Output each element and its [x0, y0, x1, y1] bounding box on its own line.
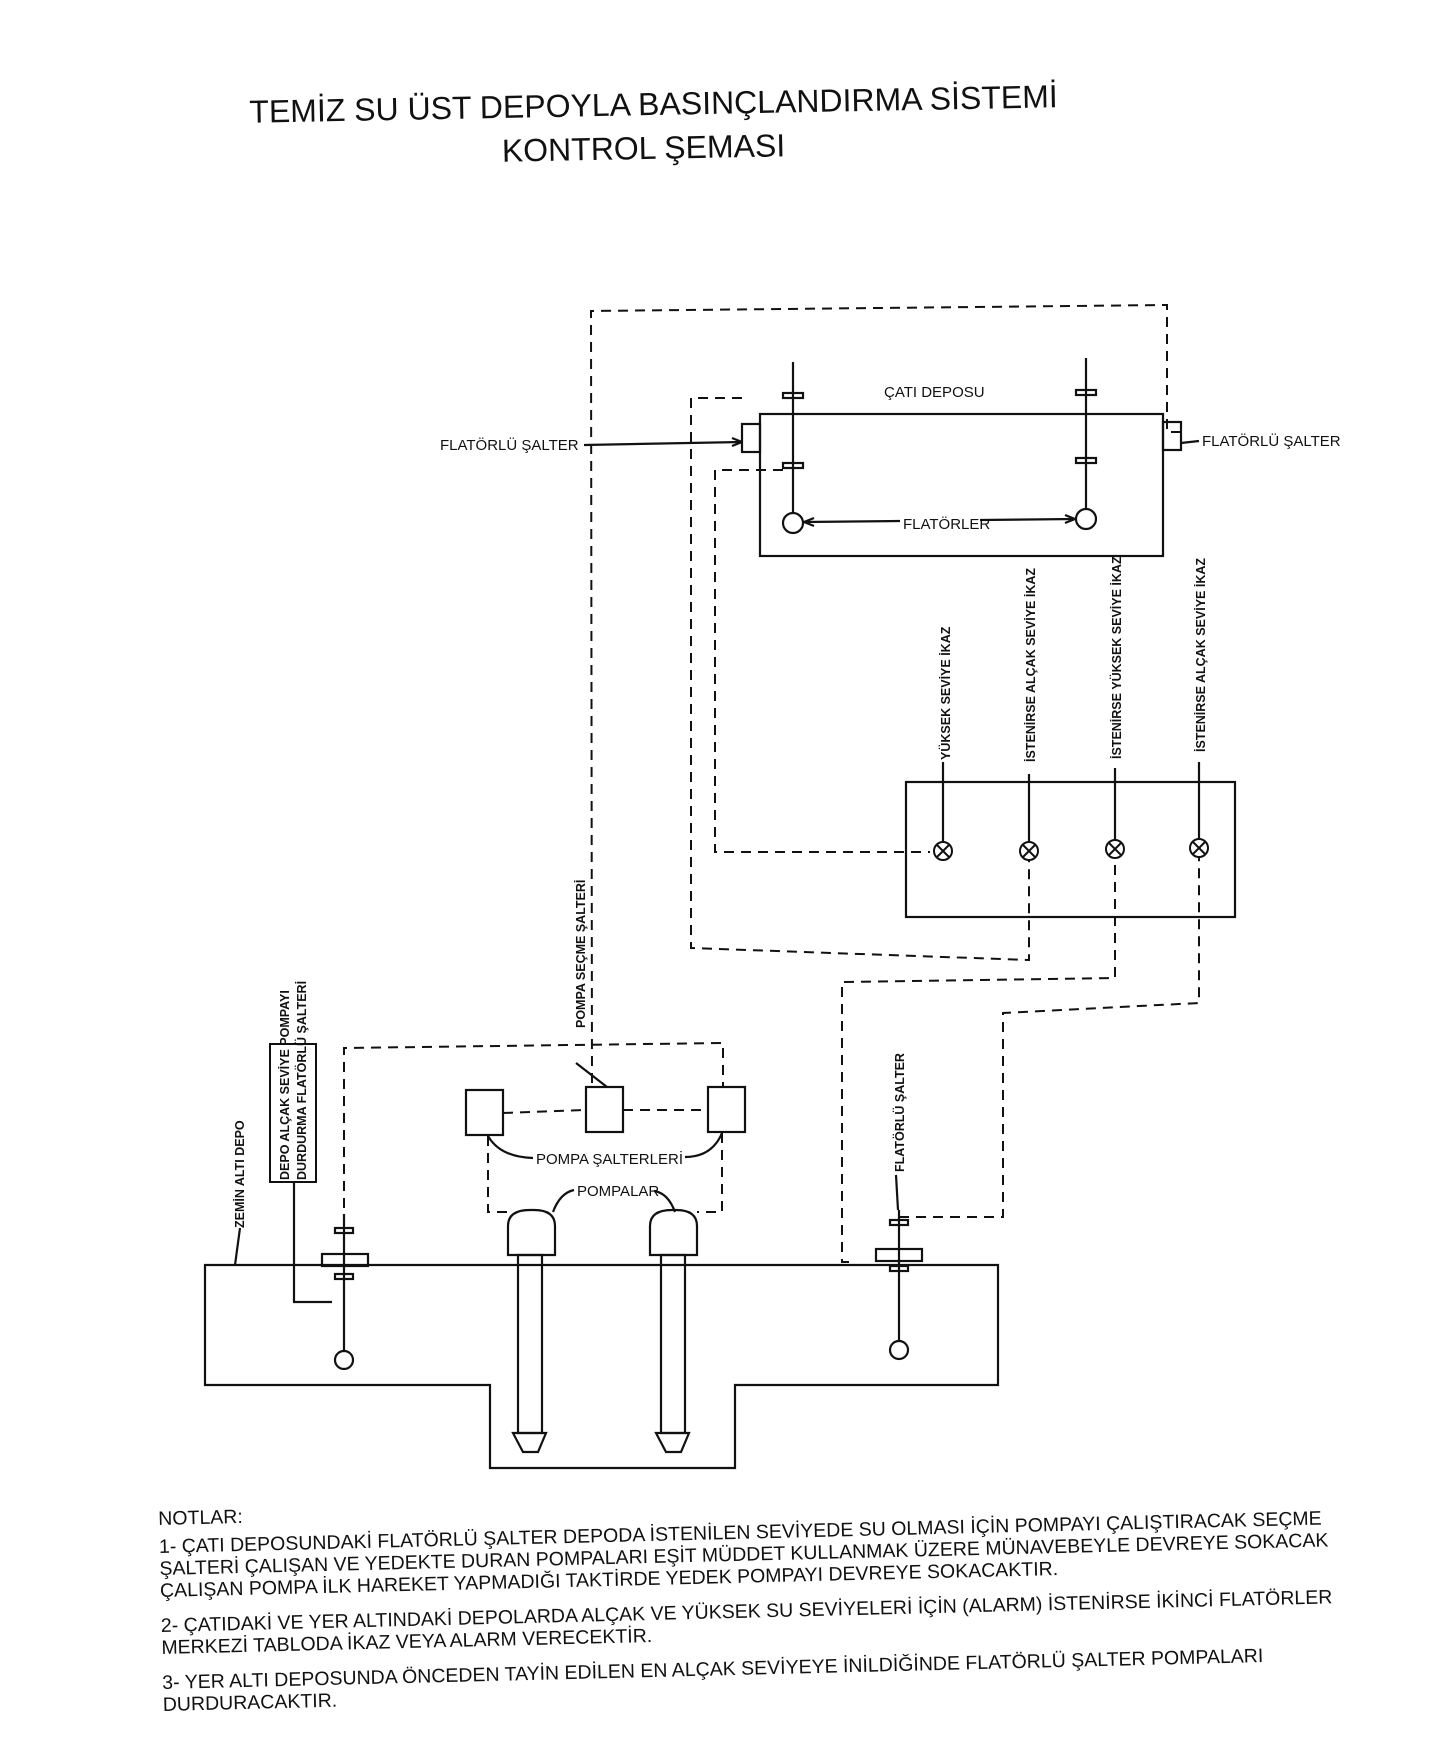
pump-switch-box-right: [706, 1085, 747, 1134]
floats-label: FLATÖRLER: [903, 515, 990, 533]
pump-switches-label: POMPA ŞALTERLERİ: [536, 1150, 683, 1168]
alarm-lamp-1: [933, 841, 953, 861]
underground-tank-label: ZEMİN ALTI DEPO: [232, 1120, 247, 1228]
alarm-lamp-4: [1189, 838, 1209, 858]
alarm-lamp-2: [1019, 841, 1039, 861]
lamp-label-3: İSTENİRSE YÜKSEK SEVİYE İKAZ: [1109, 556, 1124, 759]
low-level-switch-label-1: DEPO ALÇAK SEVİYE POMPAYI: [277, 990, 292, 1180]
pump-left: [506, 1208, 557, 1257]
pump-switch-box-left: [464, 1088, 505, 1137]
lamp-label-1: YÜKSEK SEVİYE İKAZ: [938, 626, 953, 760]
lamp-label-2: İSTENİRSE ALÇAK SEVİYE İKAZ: [1023, 568, 1038, 762]
pump-selector-label: POMPA SEÇME ŞALTERİ: [573, 880, 588, 1028]
alarm-panel: [904, 780, 1237, 919]
roof-switch-left-label: FLATÖRLÜ ŞALTER: [440, 436, 579, 454]
lamp-label-4: İSTENİRSE ALÇAK SEVİYE İKAZ: [1193, 558, 1208, 752]
roof-float-left: [781, 511, 805, 535]
pump-selector-switch-box: [584, 1085, 625, 1134]
roof-switch-right-label: FLATÖRLÜ ŞALTER: [1202, 432, 1341, 450]
alarm-lamp-3: [1105, 839, 1125, 859]
roof-float-right: [1074, 507, 1098, 531]
low-level-switch-label-2: DURDURMA FLATÖRLÜ ŞALTERİ: [294, 981, 309, 1180]
roof-float-switch-right: [1161, 420, 1183, 452]
pumps-label: POMPALAR: [577, 1183, 659, 1200]
notes-section: NOTLAR: 1- ÇATI DEPOSUNDAKİ FLATÖRLÜ ŞAL…: [158, 1478, 1393, 1729]
ground-float-switch-label: FLATÖRLÜ ŞALTER: [892, 1053, 907, 1172]
pump-right: [648, 1208, 699, 1257]
roof-tank: [758, 412, 1165, 558]
roof-float-switch-left: [740, 422, 762, 454]
roof-tank-label: ÇATI DEPOSU: [884, 384, 985, 401]
underground-tank: [203, 1263, 1000, 1470]
